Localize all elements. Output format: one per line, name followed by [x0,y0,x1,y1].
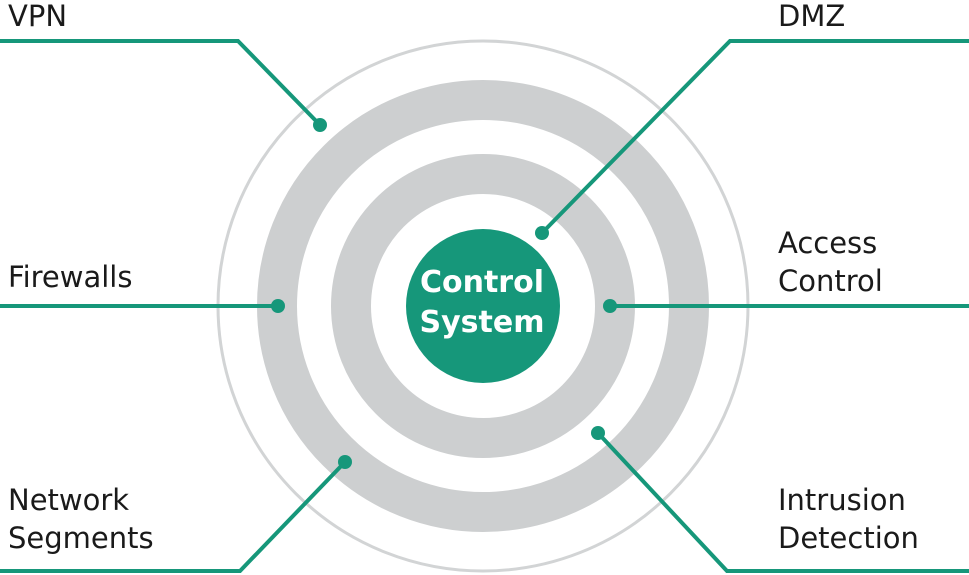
marker-firewalls [271,299,285,313]
marker-network-segments [338,455,352,469]
connector-dmz [540,39,969,235]
label-access-control-line1: Access [778,226,878,260]
marker-access-control [603,299,617,313]
label-access-control: Access Control [778,224,883,300]
connector-vpn [0,39,322,127]
marker-vpn [313,118,327,132]
label-dmz-text: DMZ [778,0,846,33]
control-system-core [406,229,560,383]
label-intrusion-detection-line2: Detection [778,521,919,555]
label-dmz: DMZ [778,0,845,35]
marker-intrusion-detection [591,426,605,440]
label-firewalls: Firewalls [8,258,132,296]
connector-network-segments [0,460,347,573]
label-firewalls-text: Firewalls [8,260,133,294]
marker-dmz [535,226,549,240]
label-access-control-line2: Control [778,264,883,298]
label-network-segments-line1: Network [8,483,130,517]
label-intrusion-detection-line1: Intrusion [778,483,906,517]
label-network-segments-line2: Segments [8,521,154,555]
label-vpn: VPN [8,0,67,35]
center-label-line1: Control [419,265,544,300]
center-label-line2: System [419,305,545,340]
label-vpn-text: VPN [8,0,68,33]
label-network-segments: Network Segments [8,481,154,557]
connector-intrusion-detection [596,431,969,573]
center-label: Control System [402,263,562,343]
label-intrusion-detection: Intrusion Detection [778,481,919,557]
